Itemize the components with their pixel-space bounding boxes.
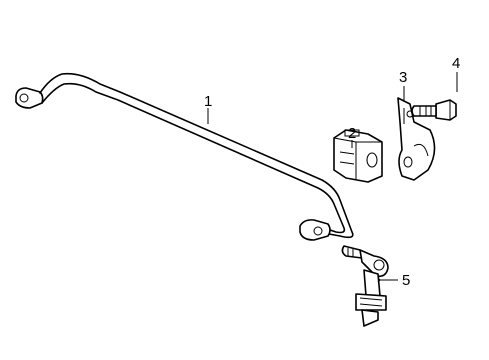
bracket: [397, 97, 436, 181]
leader-lines: [207, 72, 458, 283]
callout-1: 1: [204, 93, 212, 110]
callout-5: 5: [402, 272, 410, 289]
callout-3: 3: [399, 69, 407, 86]
bolt: [411, 99, 457, 121]
callout-2: 2: [348, 125, 356, 142]
stabilizer-bar: [15, 72, 354, 241]
callout-4: 4: [452, 55, 460, 72]
bushing: [333, 129, 383, 183]
stabilizer-link: [341, 245, 389, 327]
